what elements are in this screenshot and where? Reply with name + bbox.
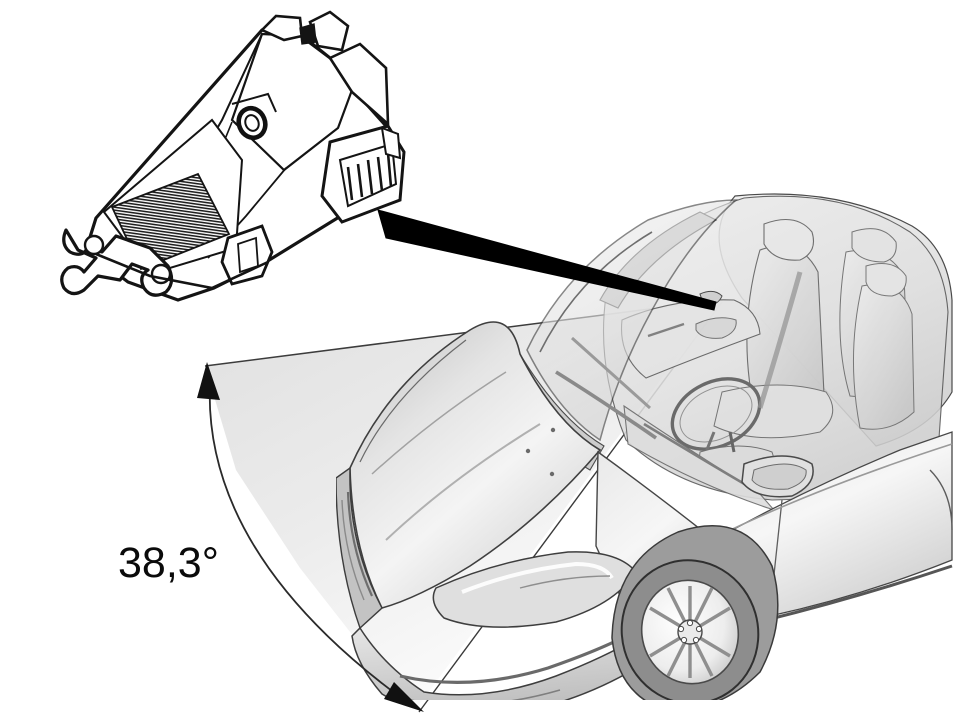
angle-arc-group xyxy=(197,362,424,712)
front-headrest xyxy=(763,218,815,261)
instrument-cluster xyxy=(695,317,737,339)
rear-headrest xyxy=(851,228,897,263)
hood-crease-center xyxy=(385,423,541,541)
washer-nozzle-3 xyxy=(550,427,556,433)
angle-arrowhead-lower xyxy=(384,682,424,712)
steering-wheel xyxy=(670,377,762,451)
camera-module-group xyxy=(60,10,406,302)
clip-notch xyxy=(299,23,317,45)
grille-slat-2 xyxy=(341,499,365,601)
hood-shutline xyxy=(359,339,467,463)
retaining-clip-right xyxy=(308,10,350,52)
mount-hole-left xyxy=(83,234,105,256)
module-rear-block xyxy=(328,42,390,127)
headlight xyxy=(432,551,637,628)
door-mirror-glass xyxy=(751,463,807,490)
angle-arrowhead-upper xyxy=(197,362,220,400)
wiper-blade-left xyxy=(555,370,658,440)
electrical-connector xyxy=(320,124,406,224)
connector-keyway xyxy=(380,126,402,160)
gear-lever xyxy=(728,431,736,453)
bumper-lip xyxy=(391,689,561,700)
module-bottom-edge xyxy=(95,252,269,290)
grille-slat-1 xyxy=(346,491,374,597)
seat-belt xyxy=(757,271,803,409)
wiper-blade-right xyxy=(570,336,652,410)
rear-wheel-arch-hint xyxy=(929,469,953,531)
front-seat-cushion xyxy=(713,384,834,439)
hood-crease-upper xyxy=(371,371,507,475)
rocker-sill xyxy=(765,564,953,622)
windshield xyxy=(526,199,739,442)
headlight-inner-detail xyxy=(519,575,611,589)
pointer-wedge[interactable] xyxy=(377,209,717,311)
lens-aperture xyxy=(236,105,268,141)
dash-vent xyxy=(647,322,685,338)
angle-value-label: 38,3° xyxy=(118,539,219,587)
beltline-crease xyxy=(721,443,953,535)
windshield-frame-inner xyxy=(539,231,653,353)
washer-nozzle-1 xyxy=(525,448,531,454)
side-clip-right xyxy=(220,224,274,286)
lower-air-intake xyxy=(399,632,631,684)
vehicle-group xyxy=(336,193,953,700)
connector-pins xyxy=(346,152,393,201)
passenger-headrest xyxy=(865,263,907,297)
passenger-seat-back xyxy=(852,284,915,430)
steering-wheel-inner xyxy=(679,385,753,443)
lens-shroud xyxy=(231,92,277,113)
headlight-lens-highlight xyxy=(461,561,614,594)
washer-nozzle-2 xyxy=(549,471,555,477)
angle-arc xyxy=(208,381,405,701)
lug-nuts xyxy=(677,619,703,644)
car-interior xyxy=(620,218,915,512)
